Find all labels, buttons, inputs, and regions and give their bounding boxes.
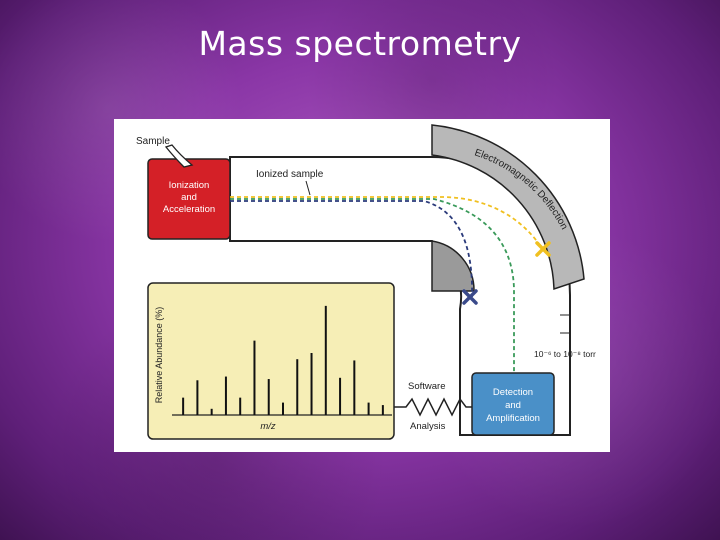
slide-title: Mass spectrometry [198,24,522,63]
beam-green [230,198,515,377]
detection-label-2: and [505,400,521,411]
vacuum-label: 10⁻⁶ to 10⁻⁸ torr [534,349,596,359]
sample-label: Sample [136,136,170,147]
x-mark-navy [462,289,478,305]
beam-yellow [230,196,545,252]
spectrum-y-label: Relative Abundance (%) [154,307,164,404]
ionized-sample-pointer [305,180,311,196]
electromagnet [431,124,585,291]
detection-label-3: Amplification [486,413,540,424]
spectrum-panel [147,282,395,440]
analysis-label: Analysis [410,421,446,432]
diagram-svg: Electromagnetic Deflection Ionization an… [136,124,596,440]
sample-pointer [164,144,194,168]
ionization-label-2: and [181,192,197,203]
spectrum-chart [172,305,392,416]
detection-label-1: Detection [493,387,533,398]
mass-spectrometer-diagram: Electromagnetic Deflection Ionization an… [114,119,610,452]
ionization-label-1: Ionization [169,180,210,191]
detection-box [471,372,555,436]
x-mark-yellow [535,241,551,257]
beam-navy [230,200,473,298]
software-label: Software [408,381,446,392]
signal-zigzag [394,397,472,417]
spectrum-x-label: m/z [260,421,276,432]
ionized-sample-label: Ionized sample [256,169,324,180]
ionization-label-3: Acceleration [163,204,215,215]
